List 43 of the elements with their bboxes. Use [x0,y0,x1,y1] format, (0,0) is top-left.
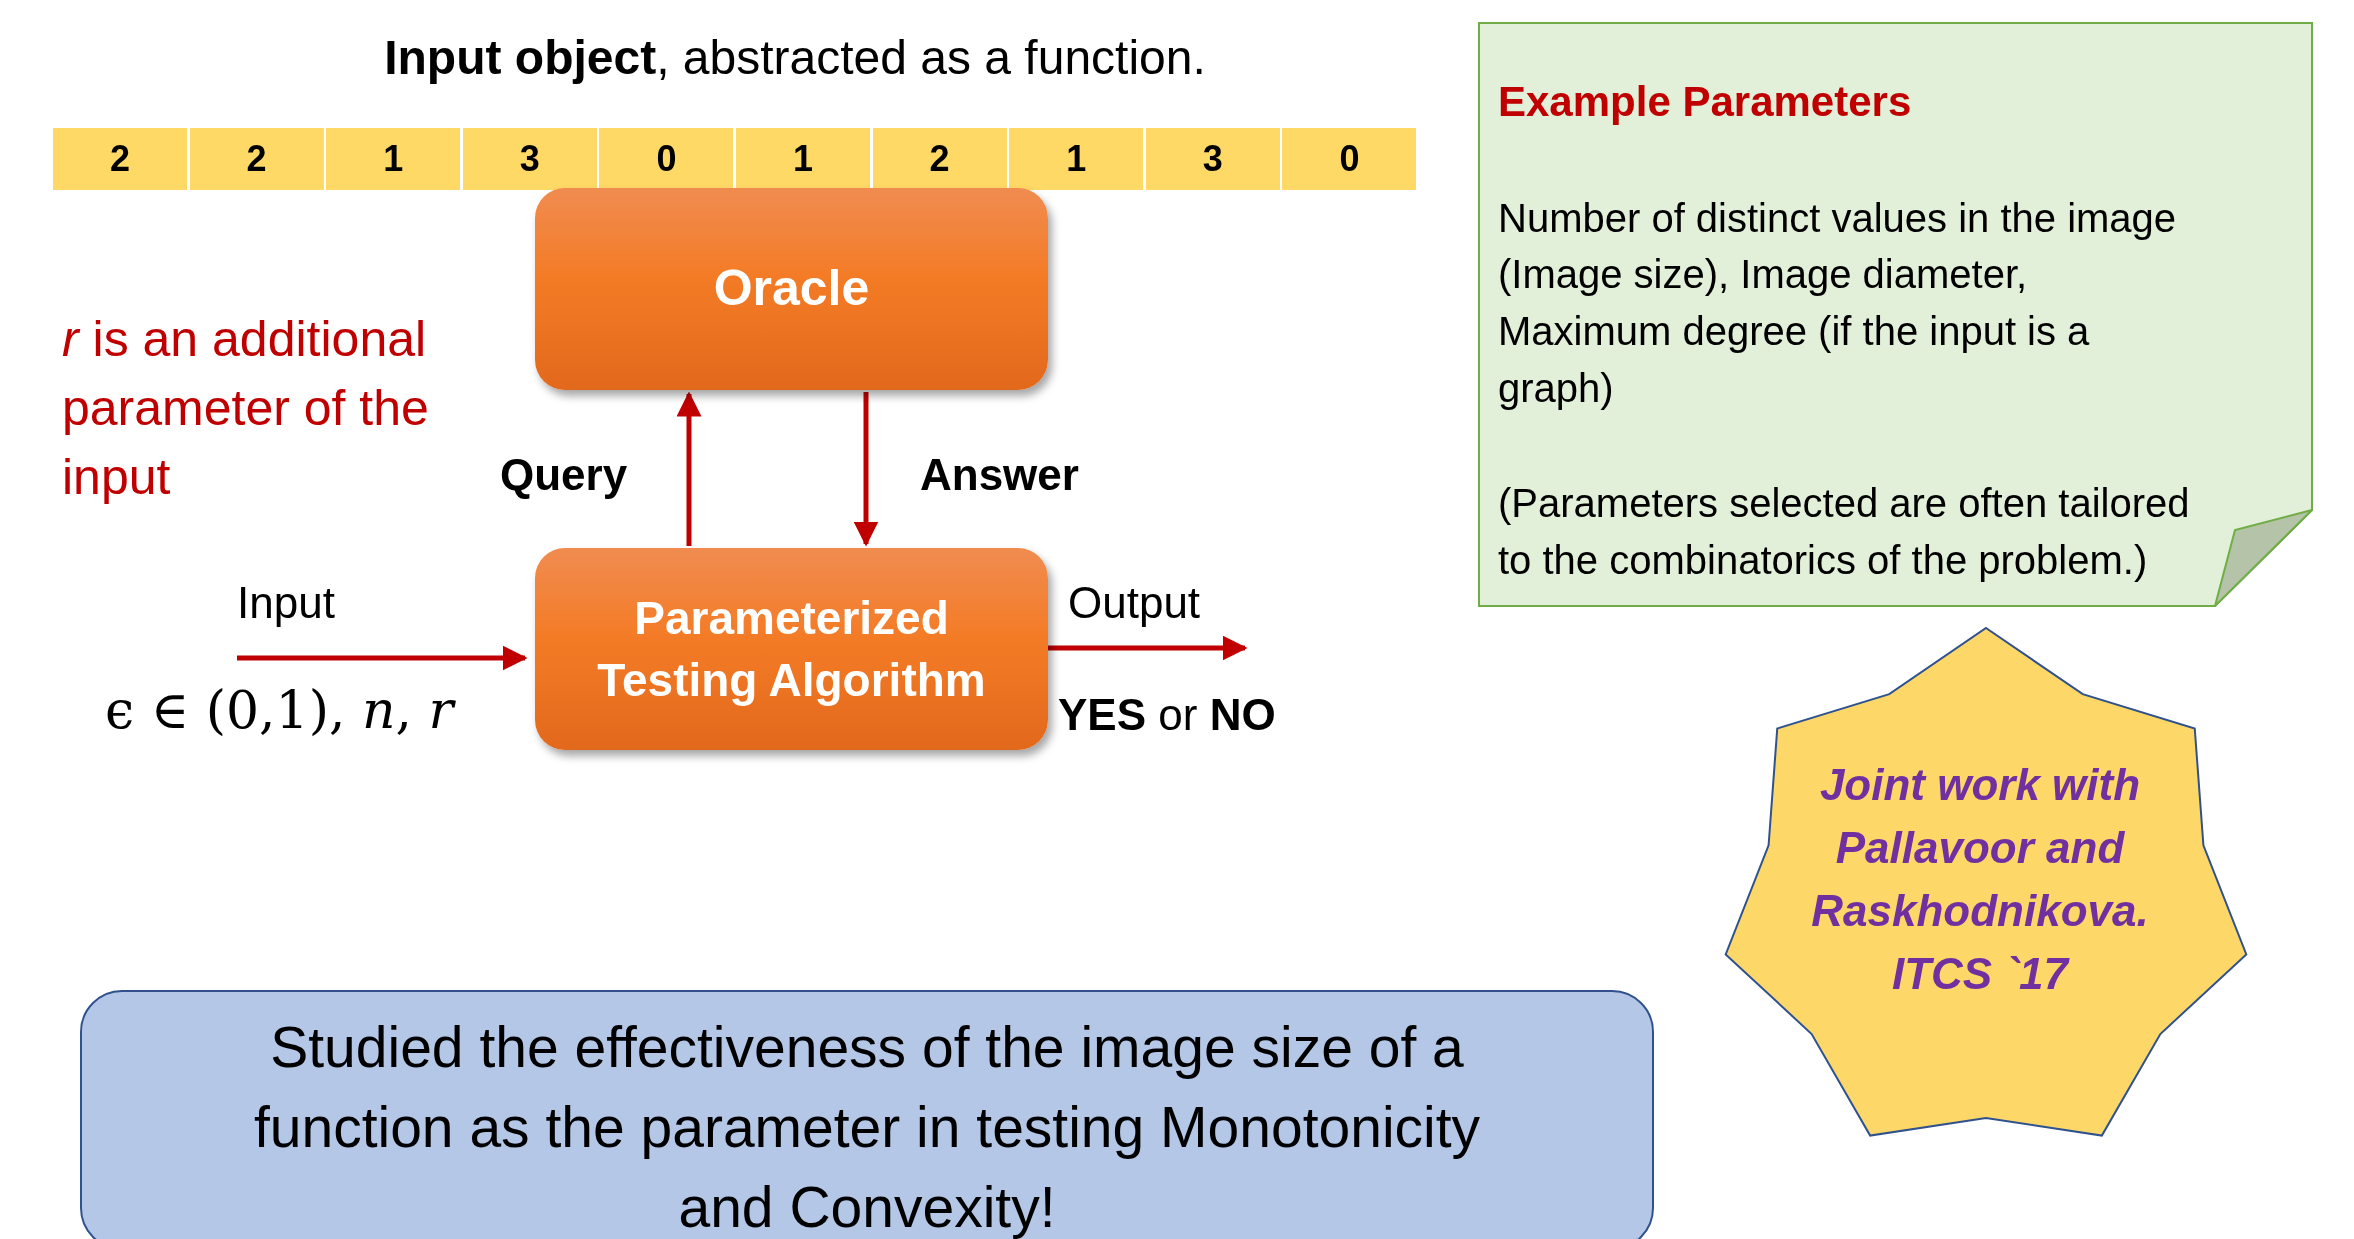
note-heading: Example Parameters [1498,77,1913,127]
cell-value: 3 [519,138,540,180]
cell-value: 2 [929,138,950,180]
array-cell [189,128,324,190]
cell-value: 2 [110,138,130,180]
output-values: YES or NO [1058,690,1276,740]
cell-value: 0 [1339,138,1360,180]
node-label: Parameterized Testing Algorithm [596,590,987,708]
array-cell [1282,128,1417,190]
note-text: r is an additional parameter of the input [62,310,430,507]
math-expression: ϵ ∈ (0,1), n, r [105,680,457,740]
edge-label: Query [500,450,628,500]
arrow [853,392,879,547]
title: Input object, abstracted as a function. [383,30,1207,85]
array-cell [1009,128,1144,190]
arrow [237,645,528,671]
oracle-box [535,188,1048,390]
array-cell [736,128,870,190]
array-cell [1145,128,1280,190]
edge-label: Input [237,578,335,628]
cell-value: 1 [383,138,404,180]
cell-value: 1 [1066,138,1087,180]
note-card [1478,22,2313,607]
summary-box [80,990,1654,1239]
edge-label: Output [1068,578,1201,628]
cell-value: 0 [656,138,677,180]
note-text: (Parameters selected are often tailored to the combinatorics of the problem.) [1498,479,2191,584]
array-cell [872,128,1007,190]
array-cell [462,128,597,190]
array-cell [53,128,187,190]
array-cell [599,128,734,190]
cell-value: 2 [246,138,267,180]
cell-value: 1 [793,138,813,180]
node-label: Oracle [712,259,871,319]
edge-label: Answer [920,450,1079,500]
node-label: Joint work with Pallavoor and Raskhodnikova. ITCS `17 [1810,759,2150,1000]
note-text: Number of distinct values in the image (Image size), Image diameter, Maximum degree (if the input is a graph) [1498,194,2178,412]
array-cell [326,128,461,190]
arrow [1048,635,1248,661]
arrow [676,391,702,546]
cell-value: 3 [1202,138,1223,180]
node-label: Studied the effectiveness of the image size of a function as the parameter in testing Monotonicity and Convexity! [252,1014,1482,1239]
algorithm-box [535,548,1048,750]
